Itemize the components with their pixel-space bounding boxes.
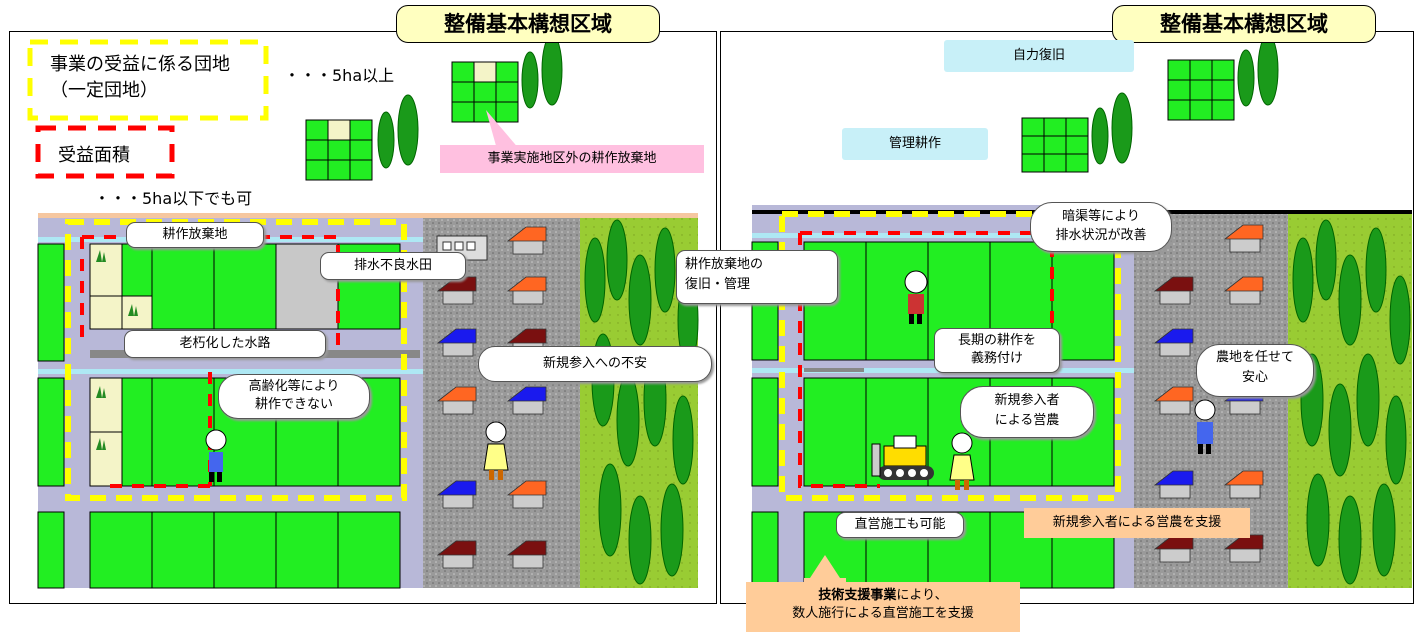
house-icon [1153,224,1264,563]
callout-poor-drainage: 排水不良水田 [320,252,466,280]
callout-peace-of-mind: 農地を任せて 安心 [1196,344,1314,397]
elderly-farmer-icon [205,429,227,482]
legend-benefit-block-label: 事業の受益に係る団地（一定団地） [50,54,230,101]
self-restore-label: 自力復旧 [944,40,1134,72]
legend-benefit-area-note: ・・・5ha以下でも可 [94,189,253,208]
sprout-icon [96,250,138,450]
tree-icon [1292,219,1411,585]
house-icon [436,226,547,569]
callout-direct-construction: 直営施工も可能 [836,512,964,538]
tech-support-box: 技術支援事業により、 数人施行による直営施工を支援 [746,582,1020,632]
support-newcomer-label: 新規参入者による営農を支援 [1024,508,1250,538]
legend-benefit-area-swatch [35,125,175,179]
abandoned-field [89,377,123,433]
water-canal [38,369,423,374]
callout-abandoned-restore: 耕作放棄地の 復旧・管理 [676,250,838,304]
callout-newcomer-farming: 新規参入者 による営農 [960,386,1094,438]
managed-cultivation-label: 管理耕作 [842,128,988,160]
left-scene [27,34,699,589]
farmer-icon [904,270,928,324]
water-canal [752,233,1134,238]
newcomer-worry-icon [483,421,509,480]
callout-newcomer-worry: 新規参入への不安 [478,346,712,382]
tech-support-bold: 技術支援事業 [818,588,897,603]
tech-support-rest: により、 [896,588,948,603]
field-block-bottom [37,511,401,589]
left-zone-title: 整備基本構想区域 [396,5,660,43]
benefit-block-boundary [779,211,1121,501]
small-field-icon [1021,59,1235,173]
small-field-icon [305,61,519,181]
benefit-area-boundary [80,235,340,488]
callout-long-term: 長期の耕作を 義務付け [934,328,1060,373]
outside-abandoned-label: 事業実施地区外の耕作放棄地 [440,145,704,173]
tree-icon [377,34,563,169]
abandoned-field [89,243,123,297]
legend-benefit-block-swatch [27,39,269,121]
newcomer-farmer-icon [949,432,975,490]
support-arrow-head [810,555,840,578]
abandoned-field [89,295,123,330]
callout-aging-farmers: 高齢化等により 耕作できない [218,374,370,419]
callout-drainage-improved: 暗渠等により 排水状況が改善 [1030,202,1172,252]
legend-benefit-block-note: ・・・5ha以上 [284,66,395,85]
callout-aging-canal: 老朽化した水路 [124,330,326,358]
legend-benefit-area-label: 受益面積 [58,145,130,166]
tech-support-line2: 数人施行による直営施工を支援 [792,606,974,621]
abandoned-field [121,295,153,330]
field-block-lower [37,377,401,487]
right-zone-title: 整備基本構想区域 [1112,5,1376,43]
abandoned-field [89,431,123,487]
tech-support-line1: 技術支援事業により、 [746,587,1020,605]
villager-icon [1194,399,1216,454]
callout-abandoned: 耕作放棄地 [126,222,264,248]
field-block-upper [37,243,401,362]
bulldozer-icon [871,435,934,480]
tree-icon [1091,34,1279,165]
